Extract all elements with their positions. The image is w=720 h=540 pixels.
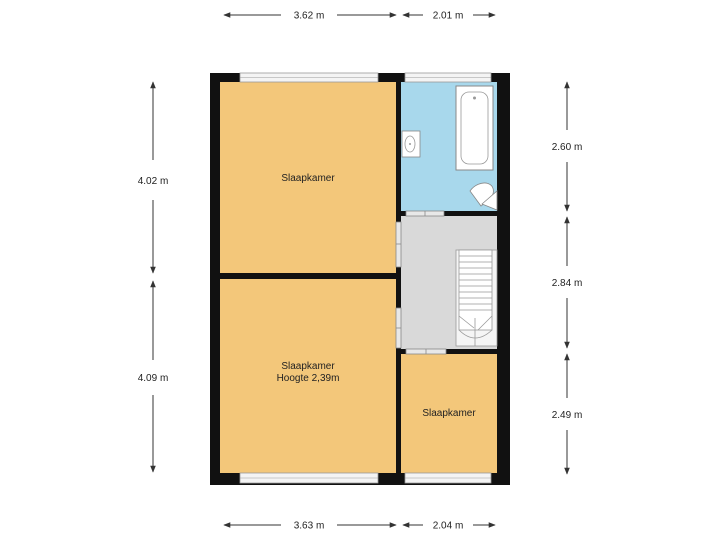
dim-label-bottom-right: 2.04 m: [433, 521, 464, 532]
dim-label-right-upper: 2.60 m: [552, 142, 583, 153]
bedroom-upper-area: [220, 82, 396, 274]
bedroom-lower-area: [220, 279, 396, 473]
washbasin: [401, 130, 421, 158]
dimension-lines: [150, 12, 570, 528]
room-label-bedroom-small: Slaapkamer: [422, 408, 476, 419]
door-upper-bedroom: [395, 221, 402, 268]
dim-label-right-lower: 2.49 m: [552, 410, 583, 421]
dim-label-top-left: 3.62 m: [294, 11, 325, 22]
toilet: [469, 182, 498, 211]
dim-label-left-lower: 4.09 m: [138, 373, 169, 384]
dim-label-bottom-left: 3.63 m: [294, 521, 325, 532]
bathtub: [455, 85, 494, 171]
bedroom-small-area: [401, 354, 497, 473]
dim-label-top-right: 2.01 m: [433, 11, 464, 22]
room-label-bedroom-lower: Slaapkamer: [281, 361, 335, 372]
windows: [239, 72, 492, 484]
room-height-note: Hoogte 2,39m: [277, 373, 340, 384]
dim-label-right-middle: 2.84 m: [552, 278, 583, 289]
room-label-bedroom-upper: Slaapkamer: [281, 173, 335, 184]
dim-label-left-upper: 4.02 m: [138, 176, 169, 187]
staircase: [455, 249, 498, 347]
